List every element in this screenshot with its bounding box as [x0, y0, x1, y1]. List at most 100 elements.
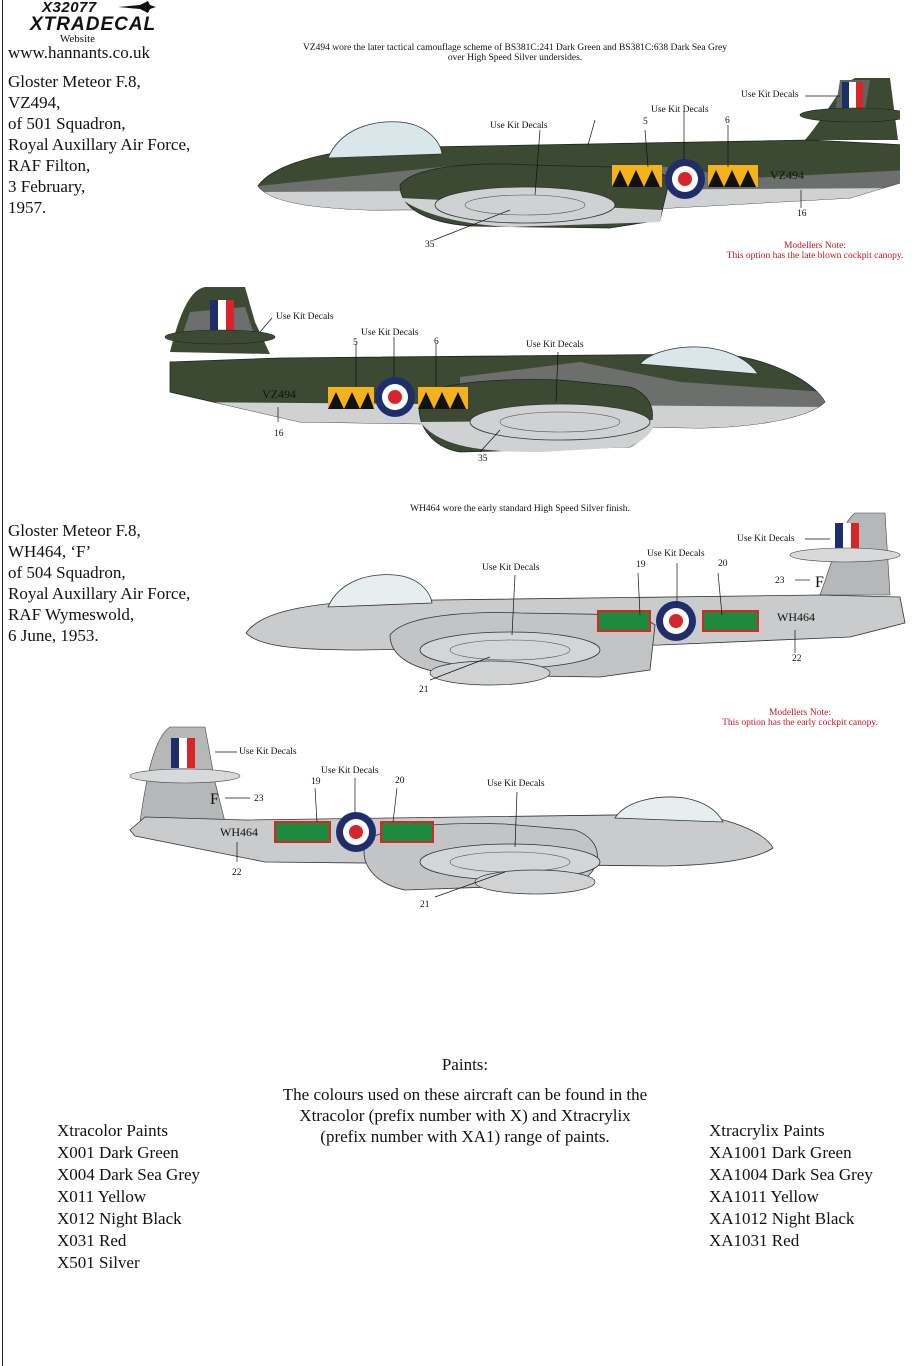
- wh464-starboard-profile: WH464 F: [245, 512, 906, 686]
- callout-decal-number: 22: [232, 868, 242, 878]
- callout-use-kit-decals: Use Kit Decals: [647, 549, 705, 559]
- xtracolor-paints-list: Xtracolor Paints X001 Dark Green X004 Da…: [57, 1120, 200, 1274]
- paint-list-title: Xtracolor Paints: [57, 1121, 168, 1140]
- serial-marking: WH464: [777, 610, 815, 624]
- paints-title: Paints:: [441, 1055, 489, 1074]
- squadron-bar-aft: [274, 821, 331, 843]
- drop-tank: [429, 660, 551, 686]
- callout-decal-number: 19: [311, 777, 321, 787]
- squadron-bar-forward: [597, 610, 651, 632]
- description-line: VZ494,: [8, 93, 61, 112]
- website-url[interactable]: www.hannants.co.uk: [8, 43, 150, 62]
- callout-use-kit-decals: Use Kit Decals: [741, 90, 799, 100]
- description-line: Royal Auxillary Air Force,: [8, 135, 191, 154]
- modellers-note-text: This option has the late blown cockpit c…: [726, 251, 904, 261]
- callout-decal-number: 35: [425, 240, 435, 250]
- xtradecal-logo: X32077 XTRADECAL: [30, 0, 160, 34]
- fin-flash-white: [218, 300, 226, 330]
- description-line: RAF Wymeswold,: [8, 605, 135, 624]
- callout-decal-number: 21: [420, 900, 430, 910]
- paint-item: XA1001 Dark Green: [709, 1143, 852, 1162]
- callout-decal-number: 19: [636, 560, 646, 570]
- description-line: WH464, ‘F’: [8, 542, 92, 561]
- modellers-note-title: Modellers Note:: [783, 241, 846, 251]
- callout-use-kit-decals: Use Kit Decals: [239, 747, 297, 757]
- paint-item: XA1012 Night Black: [709, 1209, 855, 1228]
- website-label: Website: [59, 33, 96, 45]
- description-line: Gloster Meteor F.8,: [8, 521, 141, 540]
- fin-flash-blue: [842, 82, 849, 112]
- scheme-note-line: over High Speed Silver undersides.: [447, 53, 583, 63]
- callout-decal-number: 20: [718, 559, 728, 569]
- aircraft-2-description: Gloster Meteor F.8, WH464, ‘F’ of 504 Sq…: [8, 520, 190, 646]
- squadron-bar-forward: [380, 821, 434, 843]
- canopy: [327, 574, 433, 608]
- description-line: Gloster Meteor F.8,: [8, 72, 141, 91]
- callout-use-kit-decals: Use Kit Decals: [321, 766, 379, 776]
- callout-decal-number: 23: [254, 794, 264, 804]
- serial-marking: VZ494: [262, 387, 296, 401]
- fin-flash-blue: [835, 523, 843, 553]
- description-line: RAF Filton,: [8, 156, 91, 175]
- fin-flash-white: [179, 738, 187, 768]
- canopy: [614, 796, 724, 823]
- callout-use-kit-decals: Use Kit Decals: [361, 328, 419, 338]
- description-line: Royal Auxillary Air Force,: [8, 584, 191, 603]
- callout-use-kit-decals: Use Kit Decals: [737, 534, 795, 544]
- vz494-starboard-profile: VZ494: [257, 78, 900, 241]
- sheet-code: X32077: [42, 0, 97, 16]
- aircraft-1-scheme-note: VZ494 wore the later tactical camouflage…: [250, 43, 780, 63]
- callout-use-kit-decals: Use Kit Decals: [651, 105, 709, 115]
- callout-use-kit-decals: Use Kit Decals: [526, 340, 584, 350]
- modellers-note-title: Modellers Note:: [768, 708, 831, 718]
- paints-intro-line: The colours used on these aircraft can b…: [282, 1085, 648, 1104]
- fin-flash-white: [849, 82, 856, 112]
- page-border: [2, 0, 3, 1366]
- callout-decal-number: 5: [353, 338, 358, 348]
- callout-decal-number: 16: [797, 209, 807, 219]
- callout-use-kit-decals: Use Kit Decals: [276, 312, 334, 322]
- callout-decal-number: 16: [274, 429, 284, 439]
- description-line: 1957.: [8, 198, 47, 217]
- serial-marking: VZ494: [770, 168, 804, 182]
- squadron-bar-aft: [702, 610, 759, 632]
- wh464-port-profile: WH464 F: [129, 726, 774, 898]
- fin-flash-white: [843, 523, 851, 553]
- callout-decal-number: 5: [643, 117, 648, 127]
- paint-item: XA1011 Yellow: [709, 1187, 819, 1206]
- paint-item: X501 Silver: [57, 1253, 140, 1272]
- scheme-note-line: WH464 wore the early standard High Speed…: [410, 504, 630, 514]
- drop-tank: [474, 869, 596, 895]
- aircraft-1-description: Gloster Meteor F.8, VZ494, of 501 Squadr…: [8, 71, 190, 218]
- canopy: [327, 121, 443, 159]
- description-line: 6 June, 1953.: [8, 626, 99, 645]
- paints-intro-line: Xtracolor (prefix number with X) and Xtr…: [299, 1106, 631, 1125]
- callout-decal-number: 23: [775, 576, 785, 586]
- canopy: [639, 346, 759, 375]
- callout-decal-number: 6: [725, 116, 730, 126]
- paint-item: X012 Night Black: [57, 1209, 182, 1228]
- paint-item: X004 Dark Sea Grey: [57, 1165, 201, 1184]
- code-letter: F: [815, 574, 824, 591]
- paints-intro: The colours used on these aircraft can b…: [240, 1084, 690, 1147]
- paint-item: XA1031 Red: [709, 1231, 800, 1250]
- callout-use-kit-decals: Use Kit Decals: [490, 121, 548, 131]
- callout-decal-number: 21: [419, 685, 429, 695]
- serial-marking: WH464: [220, 825, 258, 839]
- description-line: 3 February,: [8, 177, 86, 196]
- vz494-port-profile: VZ494: [164, 287, 826, 453]
- description-line: of 501 Squadron,: [8, 114, 126, 133]
- wing: [469, 403, 651, 441]
- jet-silhouette-icon: [118, 1, 156, 13]
- wing: [434, 186, 616, 224]
- callout-decal-number: 35: [478, 454, 488, 464]
- paints-intro-line: (prefix number with XA1) range of paints…: [320, 1127, 610, 1146]
- paint-item: XA1004 Dark Sea Grey: [709, 1165, 873, 1184]
- fin-flash-red: [226, 300, 234, 330]
- fin-flash-blue: [171, 738, 179, 768]
- fin-flash-blue: [210, 300, 218, 330]
- callout-decal-number: 22: [792, 654, 802, 664]
- fin-flash-red: [187, 738, 195, 768]
- fin-flash-red: [851, 523, 859, 553]
- brand-name: XTRADECAL: [30, 14, 157, 35]
